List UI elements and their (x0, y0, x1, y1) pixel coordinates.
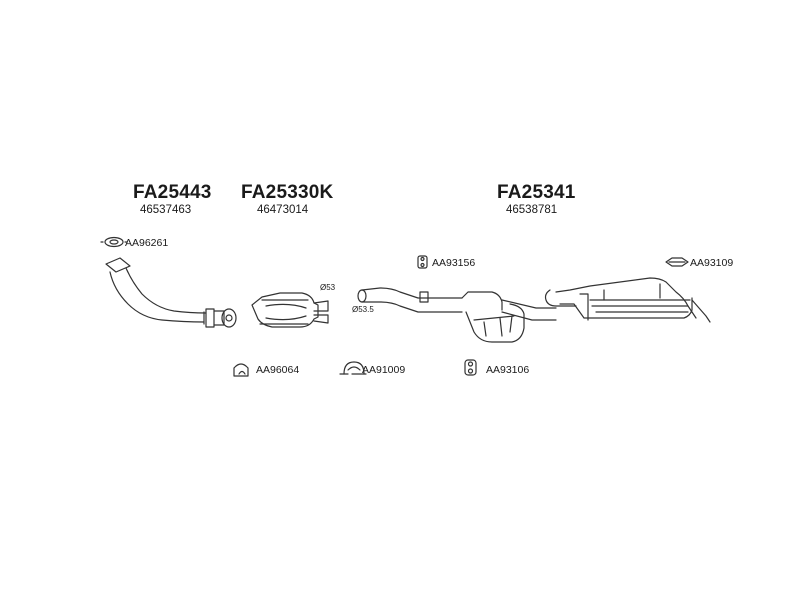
part-code-rear-system: FA25341 (497, 182, 576, 203)
rear-muffler-icon (544, 277, 711, 323)
oem-number-rear-system: 46538781 (506, 204, 558, 216)
front-pipe-icon (105, 257, 237, 328)
dim-inlet-diameter: Ø53.5 (352, 305, 374, 314)
part-code-front-pipe: FA25443 (133, 182, 212, 203)
catalytic-converter-icon (251, 292, 329, 328)
mid-pipe-muffler-icon (357, 287, 557, 343)
oem-number-catalytic-converter: 46473014 (257, 204, 309, 216)
label-mount-rubber-mid: AA93156 (432, 257, 476, 269)
part-code-catalytic-converter: FA25330K (241, 182, 334, 203)
hanger-rear-icon (665, 257, 689, 267)
ring-rubber-icon (464, 359, 477, 376)
label-clamp: AA91009 (362, 364, 406, 376)
oem-number-front-pipe: 46537463 (140, 204, 192, 216)
gasket-flange-icon (233, 363, 249, 377)
clamp-icon (339, 361, 367, 375)
label-gasket-flange: AA96064 (256, 364, 300, 376)
mount-rubber-mid-icon (417, 255, 428, 269)
label-gasket-front: AA96261 (125, 237, 169, 249)
label-ring-rubber: AA93106 (486, 364, 530, 376)
label-hanger-rear: AA93109 (690, 257, 734, 269)
gasket-front-icon (100, 236, 128, 248)
dim-outlet-diameter: Ø53 (320, 283, 336, 292)
